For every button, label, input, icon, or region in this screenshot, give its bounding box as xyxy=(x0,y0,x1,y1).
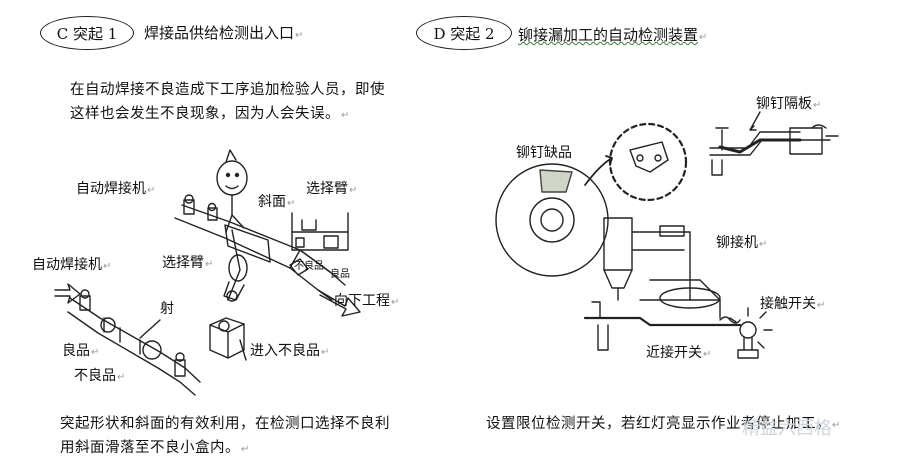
wheel-drawing xyxy=(496,164,608,276)
label-good: 良品↵ xyxy=(62,340,99,360)
label-welder-left: 自动焊接机↵ xyxy=(32,254,111,274)
label-downstream: 向下工程↵ xyxy=(334,290,399,310)
label-good-small: 良品 xyxy=(330,265,350,280)
label-contact-switch: 接触开关↵ xyxy=(760,293,825,313)
left-desc-line1: 在自动焊接不良造成下工序追加检验人员，即使 xyxy=(70,78,385,102)
watermark: 精益六西格 xyxy=(742,414,832,440)
section-c-label: C 突起 1 xyxy=(57,23,118,44)
left-desc: 在自动焊接不良造成下工序追加检验人员，即使 这样也会发生不良现象，因为人会失误。… xyxy=(70,78,385,128)
left-desc-line2: 这样也会发生不良现象，因为人会失误。 xyxy=(70,106,340,122)
label-shoot: 射 xyxy=(160,298,174,318)
label-slope: 斜面↵ xyxy=(258,191,295,211)
label-proximity-switch: 近接开关↵ xyxy=(646,342,711,362)
left-title: 焊接品供给检测出入口↵ xyxy=(144,22,303,43)
section-d-label: D 突起 2 xyxy=(433,23,494,44)
right-title: 铆接漏加工的自动检测装置↵ xyxy=(518,24,707,45)
lamp xyxy=(720,308,772,358)
label-rivet-missing: 铆钉缺品 xyxy=(516,142,572,162)
left-caption-line2: 用斜面滑落至不良小盒内。 xyxy=(60,440,240,456)
label-rivet-plate: 铆钉隔板↵ xyxy=(756,93,821,113)
label-select-arm-top: 选择臂↵ xyxy=(306,178,357,198)
label-bad-small: 不良品 xyxy=(294,257,324,272)
section-d-oval: D 突起 2 xyxy=(416,16,512,50)
rivet-plate-detail xyxy=(710,112,838,175)
right-title-text: 铆接漏加工的自动检测装置 xyxy=(518,26,698,44)
label-into-bad: 进入不良品↵ xyxy=(250,340,329,360)
left-caption-line1: 突起形状和斜面的有效利用，在检测口选择不良利 xyxy=(60,412,390,436)
label-welder-top: 自动焊接机↵ xyxy=(76,178,155,198)
label-select-arm-mid: 选择臂↵ xyxy=(162,252,213,272)
left-caption: 突起形状和斜面的有效利用，在检测口选择不良利 用斜面滑落至不良小盒内。↵ xyxy=(60,412,390,462)
left-title-text: 焊接品供给检测出入口 xyxy=(144,24,294,42)
label-riveter: 铆接机↵ xyxy=(716,232,767,252)
left-desc-line2-row: 这样也会发生不良现象，因为人会失误。↵ xyxy=(70,102,385,128)
section-c-oval: C 突起 1 xyxy=(40,16,134,50)
bad-box xyxy=(210,318,246,360)
label-bad: 不良品↵ xyxy=(74,365,125,385)
riveter-machine xyxy=(604,218,720,318)
left-caption-line2-row: 用斜面滑落至不良小盒内。↵ xyxy=(60,436,390,462)
selection-box xyxy=(292,213,348,250)
rivet-missing-callout xyxy=(610,124,686,200)
